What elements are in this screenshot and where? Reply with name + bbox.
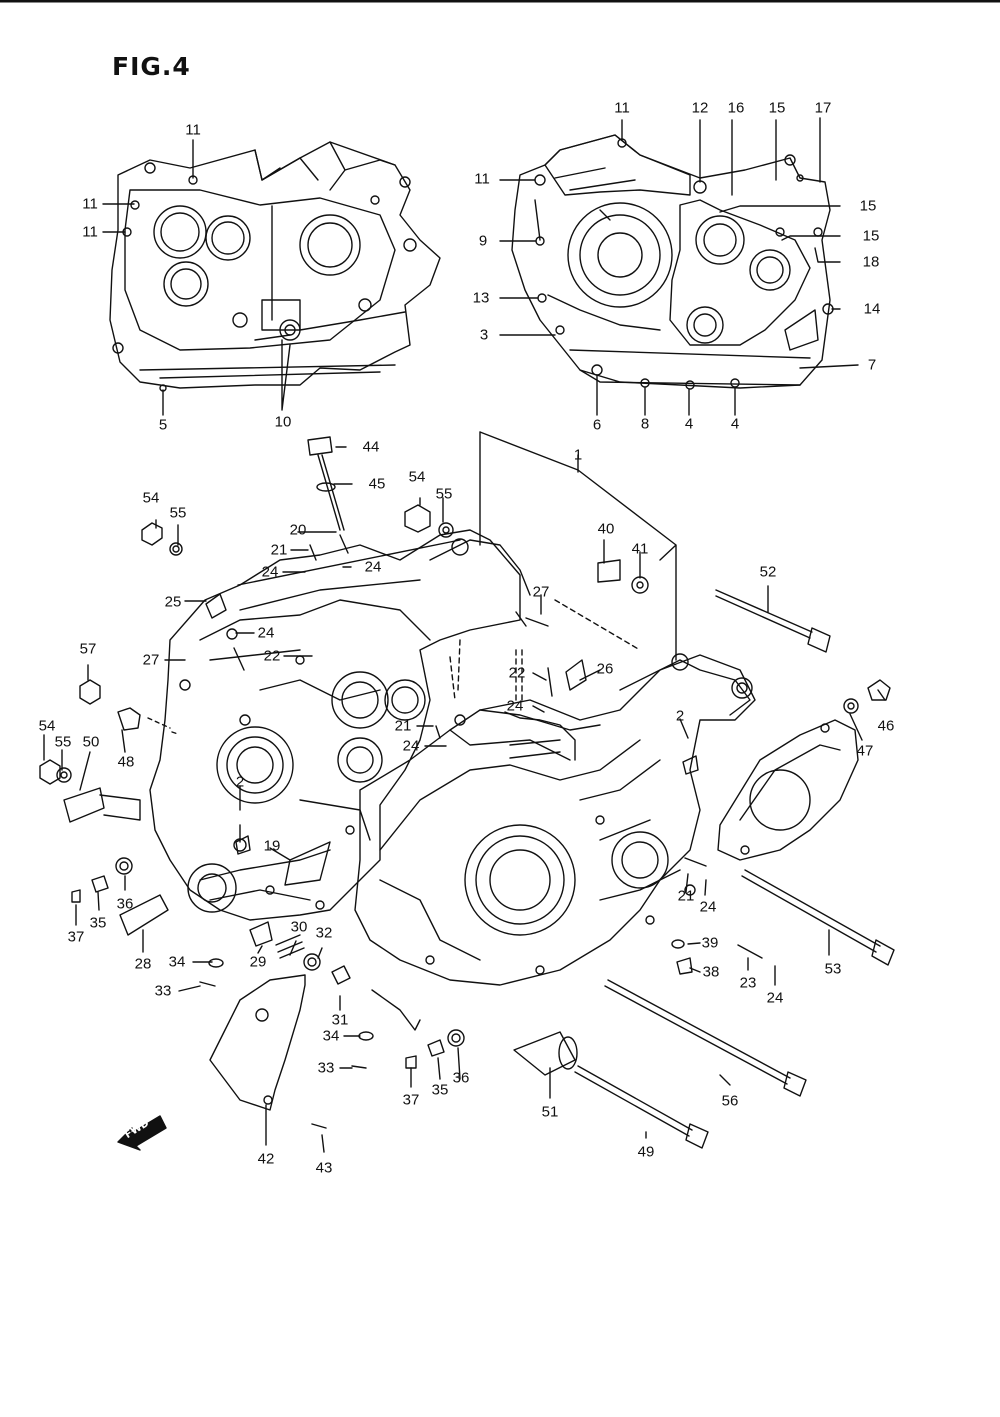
callout-label: 54 bbox=[38, 717, 56, 735]
callout-label: 33 bbox=[317, 1059, 335, 1077]
callout-label: 53 bbox=[824, 960, 842, 978]
callout-label: 23 bbox=[739, 974, 757, 992]
callout-label: 55 bbox=[169, 504, 187, 522]
callout-label: 30 bbox=[290, 918, 308, 936]
callout-label: 21 bbox=[270, 541, 288, 559]
callout-label: 31 bbox=[331, 1011, 349, 1029]
callout-label: 19 bbox=[263, 837, 281, 855]
callout-label: 48 bbox=[117, 753, 135, 771]
callout-label: 2 bbox=[235, 773, 245, 791]
left-crankcase-half-view bbox=[102, 139, 441, 416]
callout-label: 1 bbox=[573, 446, 583, 464]
figure-title: FIG.4 bbox=[112, 52, 191, 81]
callout-label: 24 bbox=[261, 563, 279, 581]
callout-label: 18 bbox=[862, 253, 880, 271]
callout-label: 5 bbox=[158, 416, 168, 434]
callout-label: 43 bbox=[315, 1159, 333, 1177]
callout-label: 57 bbox=[79, 640, 97, 658]
callout-label: 15 bbox=[768, 99, 786, 117]
callout-label: 21 bbox=[394, 717, 412, 735]
callout-label: 55 bbox=[435, 485, 453, 503]
callout-label: 41 bbox=[631, 540, 649, 558]
callout-label: 4 bbox=[730, 415, 740, 433]
callout-label: 45 bbox=[368, 475, 386, 493]
callout-label: 11 bbox=[82, 195, 98, 213]
callout-label: 54 bbox=[142, 489, 160, 507]
callout-label: 22 bbox=[508, 664, 526, 682]
callout-label: 39 bbox=[701, 934, 719, 952]
callout-label: 56 bbox=[721, 1092, 739, 1110]
callout-label: 52 bbox=[759, 563, 777, 581]
callout-label: 11 bbox=[185, 121, 201, 139]
callout-label: 13 bbox=[472, 289, 490, 307]
callout-label: 4 bbox=[684, 415, 694, 433]
callout-label: 24 bbox=[766, 989, 784, 1007]
callout-label: 36 bbox=[116, 895, 134, 913]
callout-label: 51 bbox=[541, 1103, 559, 1121]
callout-label: 54 bbox=[408, 468, 426, 486]
callout-label: 11 bbox=[474, 170, 490, 188]
callout-label: 28 bbox=[134, 955, 152, 973]
callout-label: 15 bbox=[862, 227, 880, 245]
callout-label: 16 bbox=[727, 99, 745, 117]
callout-label: 29 bbox=[249, 953, 267, 971]
callout-label: 50 bbox=[82, 733, 100, 751]
callout-label: 21 bbox=[677, 887, 695, 905]
callout-label: 3 bbox=[479, 326, 489, 344]
callout-label: 27 bbox=[532, 583, 550, 601]
callout-label: 20 bbox=[289, 521, 307, 539]
callout-label: 37 bbox=[402, 1091, 420, 1109]
callout-label: 49 bbox=[637, 1143, 655, 1161]
callout-label: 36 bbox=[452, 1069, 470, 1087]
callout-label: 24 bbox=[402, 737, 420, 755]
callout-label: 27 bbox=[142, 651, 160, 669]
callout-label: 25 bbox=[164, 593, 182, 611]
callout-label: 35 bbox=[431, 1081, 449, 1099]
main-crankcase-assembly bbox=[39, 431, 895, 1153]
callout-label: 17 bbox=[814, 99, 832, 117]
callout-label: 12 bbox=[691, 99, 709, 117]
callout-label: 24 bbox=[257, 624, 275, 642]
callout-label: 34 bbox=[168, 953, 186, 971]
callout-label: 10 bbox=[274, 413, 292, 431]
callout-label: 22 bbox=[263, 647, 281, 665]
callout-label: 11 bbox=[614, 99, 630, 117]
callout-label: 33 bbox=[154, 982, 172, 1000]
callout-label: 38 bbox=[702, 963, 720, 981]
right-crankcase-half-view bbox=[499, 117, 859, 416]
callout-label: 24 bbox=[699, 898, 717, 916]
callout-label: 47 bbox=[856, 742, 874, 760]
callout-label: 24 bbox=[364, 558, 382, 576]
callout-label: 40 bbox=[597, 520, 615, 538]
callout-label: 34 bbox=[322, 1027, 340, 1045]
fwd-direction-arrow bbox=[117, 1115, 167, 1151]
callout-label: 6 bbox=[592, 416, 602, 434]
callout-label: 35 bbox=[89, 914, 107, 932]
callout-label: 8 bbox=[640, 415, 650, 433]
callout-label: 46 bbox=[877, 717, 895, 735]
callout-label: 9 bbox=[478, 232, 488, 250]
callout-label: 24 bbox=[506, 697, 524, 715]
callout-label: 32 bbox=[315, 924, 333, 942]
callout-label: 37 bbox=[67, 928, 85, 946]
callout-label: 44 bbox=[362, 438, 380, 456]
callout-label: 7 bbox=[867, 356, 877, 374]
callout-label: 26 bbox=[596, 660, 614, 678]
callout-label: 15 bbox=[859, 197, 877, 215]
callout-label: 55 bbox=[54, 733, 72, 751]
callout-label: 2 bbox=[675, 707, 685, 725]
callout-label: 42 bbox=[257, 1150, 275, 1168]
callout-label: 11 bbox=[82, 223, 98, 241]
callout-label: 14 bbox=[863, 300, 881, 318]
